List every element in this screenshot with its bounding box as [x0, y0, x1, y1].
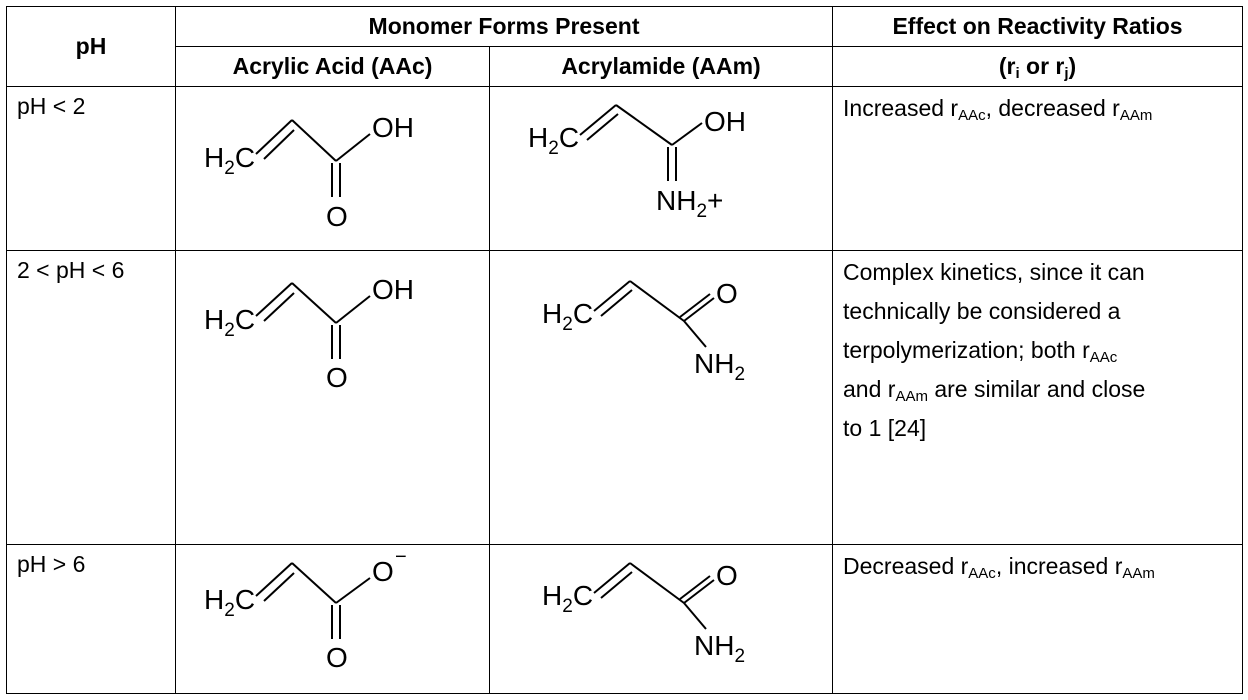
- svg-text:O: O: [716, 278, 738, 309]
- svg-text:OH: OH: [372, 274, 414, 305]
- header-effect: Effect on Reactivity Ratios: [832, 6, 1244, 47]
- reactivity-table: pH Monomer Forms Present Effect on React…: [6, 6, 1244, 700]
- svg-text:OH: OH: [704, 106, 746, 137]
- header-acrylamide: Acrylamide (AAm): [488, 46, 834, 87]
- svg-text:NH2: NH2: [694, 348, 745, 385]
- svg-text:O: O: [716, 560, 738, 591]
- svg-text:O: O: [326, 362, 348, 393]
- acrylamide-structure: H2C O NH2: [542, 560, 745, 667]
- aac-structure-cell: H2C OH O H2C O − O: [175, 250, 490, 700]
- ph-value: 2 < pH < 6: [6, 250, 176, 545]
- header-ratio-symbols: (ri or rj): [832, 46, 1244, 87]
- acrylic-acid-structure: H2C OH O: [204, 274, 414, 393]
- svg-text:H2C: H2C: [204, 614, 255, 651]
- svg-text:−: −: [395, 574, 407, 596]
- ph-value: pH < 2: [6, 86, 176, 251]
- svg-text:NH2: NH2: [694, 630, 745, 667]
- svg-text:O: O: [326, 670, 348, 700]
- effect-text: Complex kinetics, since it can technical…: [832, 250, 1244, 545]
- acrylamide-protonated-structure: H2C OH NH2+: [528, 104, 746, 222]
- svg-text:H2C: H2C: [204, 142, 255, 179]
- aam-structure-cell: H2C OH NH2+: [488, 86, 834, 251]
- table-row: pH < 2 H2C OH O H2C: [6, 86, 1244, 251]
- aac-structure-cell: H2C OH O: [175, 86, 490, 251]
- svg-text:O: O: [372, 584, 394, 615]
- svg-text:H2C: H2C: [204, 304, 255, 341]
- svg-text:O: O: [326, 642, 348, 673]
- aam-structure-cell: H2C O NH2: [488, 544, 834, 694]
- aam-structure-cell: H2C O NH2: [488, 250, 834, 545]
- table-row: 2 < pH < 6 H2C OH O H2C O: [6, 250, 1244, 700]
- svg-text:OH: OH: [372, 112, 414, 143]
- svg-text:H2C: H2C: [542, 298, 593, 335]
- svg-text:−: −: [395, 546, 407, 568]
- aac-structure-cell: H2C O − O: [175, 544, 490, 694]
- effect-text: Decreased rAAc, increased rAAm: [832, 544, 1244, 694]
- header-monomer-forms: Monomer Forms Present: [174, 6, 834, 47]
- acrylate-anion-structure: H2C O − O: [204, 546, 407, 673]
- acrylic-acid-structure: H2C OH O: [204, 112, 414, 232]
- header-acrylic-acid: Acrylic Acid (AAc): [175, 46, 490, 87]
- acrylamide-structure: H2C O NH2: [542, 278, 745, 385]
- svg-text:O: O: [326, 201, 348, 232]
- svg-text:NH2+: NH2+: [656, 185, 723, 222]
- header-ph: pH: [6, 6, 176, 87]
- svg-text:H2C: H2C: [528, 122, 579, 159]
- ph-value: pH > 6: [6, 544, 176, 694]
- svg-text:H2C: H2C: [542, 580, 593, 617]
- svg-text:O: O: [372, 556, 394, 587]
- svg-text:H2C: H2C: [204, 584, 255, 621]
- effect-text: Increased rAAc, decreased rAAm: [832, 86, 1244, 251]
- table-row: pH > 6 H2C O − O H2C: [6, 544, 1244, 694]
